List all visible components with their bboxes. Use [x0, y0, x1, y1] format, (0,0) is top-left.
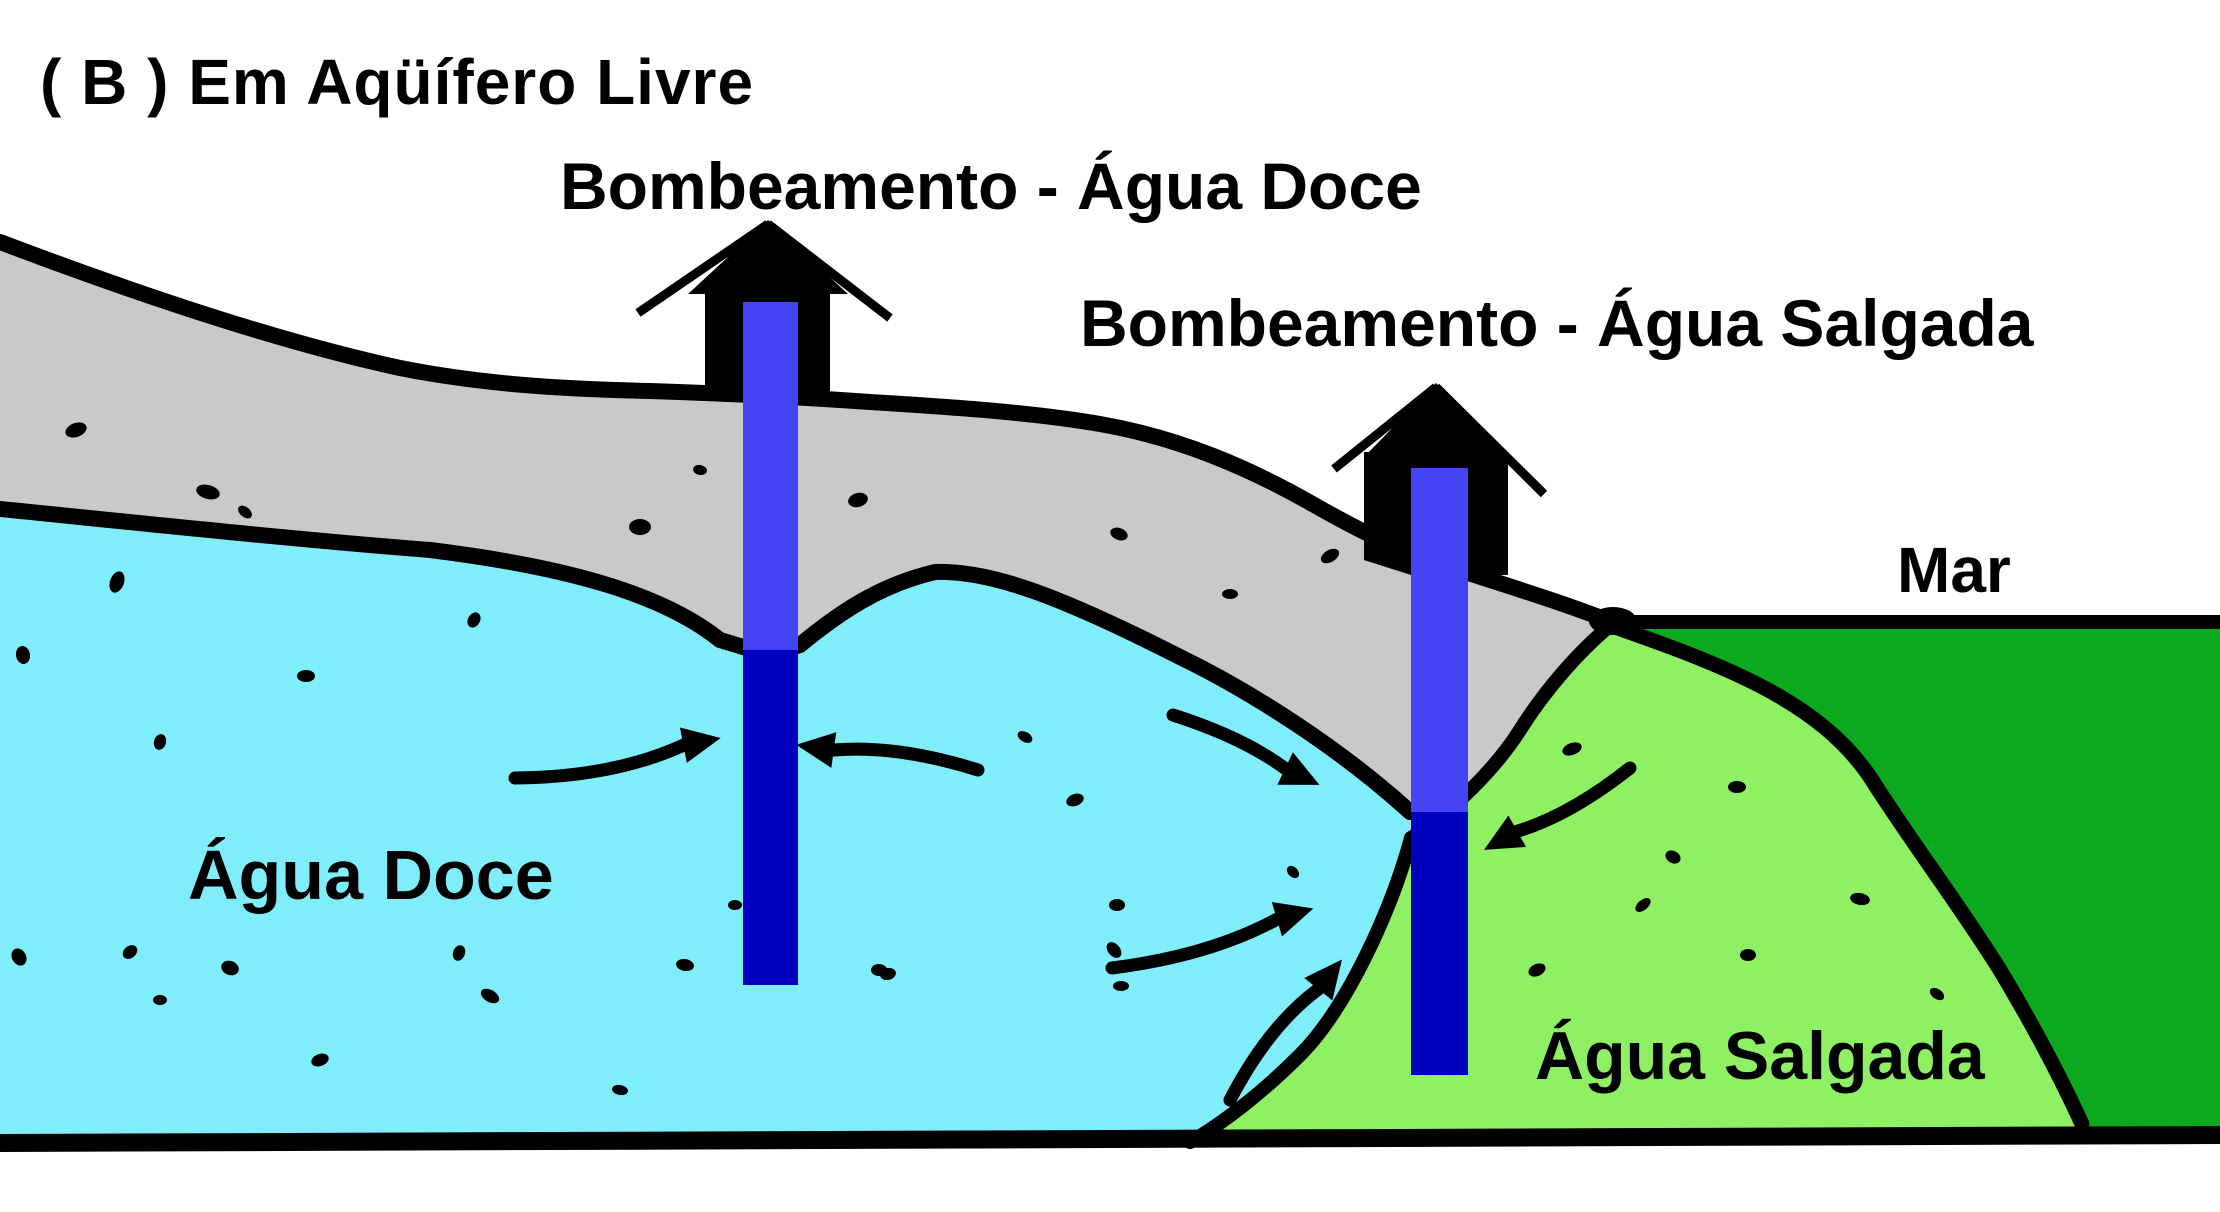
flow-arrow [508, 738, 690, 785]
sediment-speckle [1286, 865, 1300, 879]
sediment-speckle [297, 670, 315, 682]
sediment-speckle [11, 948, 27, 966]
sediment-speckle [311, 1053, 329, 1067]
sediment-speckle [452, 945, 466, 961]
sea-region [1612, 626, 2220, 1142]
sediment-speckle [65, 422, 87, 438]
sediment-speckle [693, 464, 707, 476]
sediment-speckle [1740, 949, 1756, 961]
water-table-line [0, 501, 1418, 820]
flow-arrow [1271, 901, 1314, 937]
sediment-speckle [1635, 898, 1651, 912]
sediment-speckle [15, 646, 31, 664]
flow-arrow [1105, 912, 1284, 975]
flow-arrow [1166, 708, 1292, 776]
sediment-speckle [1110, 527, 1128, 541]
sediment-speckle [848, 492, 868, 508]
sediment-speckle [1222, 589, 1238, 599]
sediment-speckle [1728, 781, 1746, 793]
label-salt-water: Água Salgada [1535, 1018, 1985, 1094]
sediment-speckle [153, 734, 167, 750]
flow-arrow [1510, 761, 1637, 838]
soil-layer [0, 250, 1612, 835]
aquifer-bottom-line [0, 1126, 2220, 1152]
sediment-speckle [109, 571, 125, 593]
flow-arrow [1223, 982, 1325, 1107]
well-salt-casing-upper [1411, 468, 1468, 812]
well-fresh-casing-lower [743, 650, 798, 985]
diagram-title: ( B ) Em Aqüífero Livre [40, 46, 755, 118]
flow-arrows [508, 708, 1637, 1107]
freshwater-saltwater-interface-line [1183, 831, 1418, 1149]
sediment-speckle [1113, 981, 1129, 991]
label-pumping-salt-water: Bombeamento - Água Salgada [1080, 286, 2034, 360]
flow-arrow [1277, 752, 1320, 785]
well-salt [1411, 468, 1468, 1075]
sediment-speckle [629, 519, 651, 535]
well-fresh-casing-upper [743, 302, 798, 650]
sediment-speckle [676, 958, 694, 972]
sediment-speckle [1106, 942, 1122, 958]
well-salt-casing-lower [1411, 812, 1468, 1075]
sediment-speckle [1528, 963, 1546, 977]
sediment-speckle [221, 960, 239, 976]
sediment-speckle [880, 967, 896, 981]
sediment-speckle [122, 945, 138, 959]
flow-arrow [679, 727, 721, 763]
sediment-speckle [728, 900, 742, 910]
label-sea: Mar [1897, 534, 2011, 606]
sediment-speckle [1109, 899, 1125, 911]
sediment-speckle [238, 505, 252, 519]
flow-arrow [827, 742, 985, 777]
sediment-speckle [1850, 892, 1870, 906]
shore-junction-blob [1589, 607, 1637, 635]
sediment-speckle [1562, 742, 1582, 756]
flow-arrow [796, 732, 837, 768]
sediment-speckle [612, 1084, 628, 1096]
label-fresh-water: Água Doce [188, 836, 554, 914]
label-pumping-fresh-water: Bombeamento - Água Doce [560, 149, 1422, 223]
sediment-speckle [1017, 731, 1033, 743]
sediment-speckle [1320, 548, 1340, 564]
sediment-speckle [480, 988, 500, 1004]
flow-arrow [1484, 815, 1526, 850]
sediment-speckle [467, 612, 481, 628]
sediment-speckle [1066, 793, 1084, 807]
sediment-speckles [11, 422, 1945, 1096]
sediment-speckle [1665, 850, 1681, 864]
sea-wedge-boundary-line [1604, 618, 2090, 1132]
sediment-speckle [153, 995, 167, 1005]
flow-arrow [1304, 959, 1342, 1001]
sediment-speckle [1929, 987, 1945, 1001]
sediment-speckle [196, 484, 220, 500]
well-fresh [743, 302, 798, 985]
fresh-water-region [0, 509, 1411, 1142]
